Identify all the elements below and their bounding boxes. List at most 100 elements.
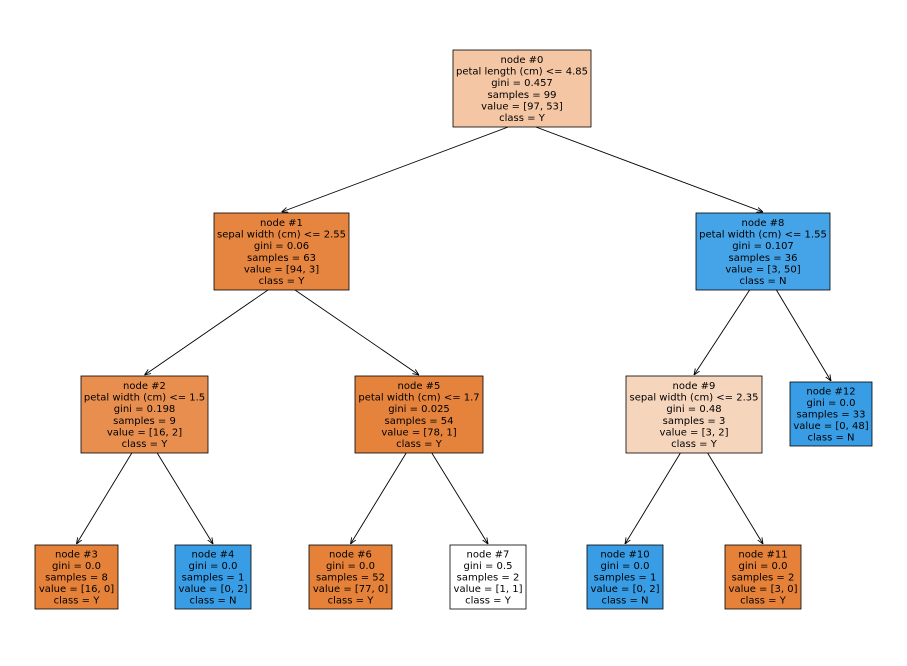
node-text-line: gini = 0.0 — [807, 398, 856, 409]
node-text-line: value = [78, 1] — [381, 427, 456, 438]
node-box — [789, 381, 873, 447]
node-box — [449, 544, 527, 610]
node-text-line: node #2 — [123, 381, 166, 392]
node-box — [80, 375, 209, 454]
node-text-line: class = N — [189, 596, 236, 607]
node-text-line: samples = 36 — [728, 253, 797, 264]
node-text-line: node #10 — [600, 549, 649, 560]
node-text-line: gini = 0.025 — [388, 404, 450, 415]
node-text-line: node #8 — [742, 218, 785, 229]
node-text-line: samples = 33 — [796, 409, 865, 420]
node-text-line: value = [0, 48] — [793, 421, 868, 432]
node-text-line: value = [0, 2] — [179, 584, 248, 595]
node-text-line: gini = 0.457 — [491, 78, 553, 89]
node-text-line: node #11 — [738, 549, 787, 560]
node-text-line: samples = 1 — [182, 572, 245, 583]
node-text-line: samples = 9 — [113, 416, 176, 427]
edge-arrow-1 — [535, 126, 763, 212]
node-text-line: node #6 — [329, 549, 372, 560]
node-text-line: gini = 0.107 — [732, 241, 794, 252]
node-box — [354, 375, 484, 454]
node-text-line: value = [16, 0] — [39, 584, 114, 595]
node-text-line: class = Y — [259, 276, 306, 287]
node-text-line: node #7 — [467, 549, 510, 560]
edge-arrow-9 — [776, 289, 831, 381]
node-text-line: petal width (cm) <= 1.55 — [699, 230, 827, 241]
node-text-line: class = N — [739, 276, 786, 287]
node-text-line: node #12 — [806, 386, 855, 397]
edge-arrow-6 — [351, 452, 407, 544]
node-box — [34, 544, 119, 610]
node-text-line: samples = 2 — [457, 572, 520, 583]
node-text-line: class = Y — [54, 596, 101, 607]
node-text-line: samples = 52 — [316, 572, 385, 583]
node-box — [724, 544, 802, 610]
node-text-line: value = [1, 1] — [454, 584, 523, 595]
node-text-line: sepal width (cm) <= 2.55 — [217, 230, 346, 241]
node-box — [695, 212, 831, 291]
node-text-line: samples = 99 — [487, 90, 556, 101]
edge-arrow-7 — [431, 452, 488, 544]
node-text-line: node #4 — [192, 549, 235, 560]
node-text-line: gini = 0.0 — [601, 561, 650, 572]
node-box — [174, 544, 252, 610]
edge-arrow-0 — [282, 126, 509, 212]
edge-arrow-8 — [694, 289, 750, 375]
node-text-line: gini = 0.06 — [254, 241, 309, 252]
node-text-line: gini = 0.0 — [739, 561, 788, 572]
node-text-line: node #1 — [260, 218, 303, 229]
node-text-line: gini = 0.48 — [666, 404, 721, 415]
edge-arrow-11 — [707, 452, 763, 544]
node-box — [308, 544, 393, 610]
node-text-line: gini = 0.0 — [189, 561, 238, 572]
node-box — [625, 375, 763, 454]
node-text-line: samples = 1 — [594, 572, 657, 583]
node-text-line: node #0 — [501, 55, 544, 66]
node-text-line: value = [97, 53] — [481, 101, 563, 112]
node-text-line: gini = 0.0 — [326, 561, 375, 572]
node-text-line: class = Y — [740, 596, 787, 607]
node-text-line: class = N — [601, 596, 648, 607]
edge-arrow-10 — [625, 452, 681, 544]
node-text-line: gini = 0.198 — [114, 404, 176, 415]
node-text-line: petal width (cm) <= 1.7 — [358, 393, 479, 404]
edge-arrow-3 — [294, 289, 419, 375]
node-text-line: sepal width (cm) <= 2.35 — [630, 393, 759, 404]
node-text-line: value = [3, 2] — [660, 427, 729, 438]
node-text-line: node #5 — [398, 381, 441, 392]
node-text-line: node #3 — [55, 549, 98, 560]
node-box — [586, 544, 664, 610]
node-text-line: gini = 0.5 — [464, 561, 513, 572]
edges-layer — [77, 126, 832, 544]
node-text-line: samples = 3 — [663, 416, 726, 427]
node-text-line: petal length (cm) <= 4.85 — [456, 67, 588, 78]
edge-arrow-2 — [145, 289, 269, 375]
node-text-line: value = [16, 2] — [107, 427, 182, 438]
node-text-line: samples = 54 — [384, 416, 453, 427]
node-text-line: samples = 8 — [45, 572, 108, 583]
node-text-line: class = Y — [396, 439, 443, 450]
node-text-line: class = Y — [671, 439, 718, 450]
node-text-line: class = Y — [465, 596, 512, 607]
node-text-line: value = [77, 0] — [313, 584, 388, 595]
node-text-line: samples = 2 — [732, 572, 795, 583]
node-text-line: value = [3, 0] — [729, 584, 798, 595]
edge-arrow-4 — [77, 452, 133, 544]
edge-arrow-5 — [156, 452, 213, 544]
node-text-line: node #9 — [673, 381, 716, 392]
node-text-line: petal width (cm) <= 1.5 — [84, 393, 205, 404]
node-text-line: class = Y — [122, 439, 169, 450]
node-text-line: samples = 63 — [247, 253, 316, 264]
node-text-line: value = [3, 50] — [725, 264, 800, 275]
